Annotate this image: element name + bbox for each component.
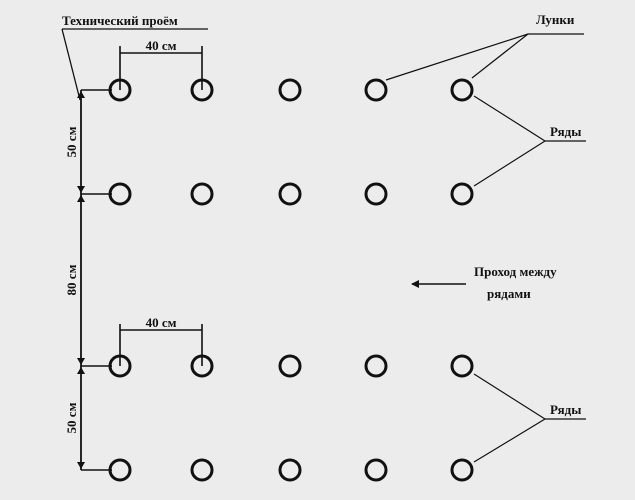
holes-grid	[108, 78, 474, 482]
hole-r2-c4	[364, 182, 388, 206]
hole-r3-c4	[364, 354, 388, 378]
passage-callout: Проход между рядами	[411, 264, 557, 301]
rows-callout-bottom: Ряды	[473, 373, 586, 463]
distance-label-middle: 80 см	[64, 264, 79, 295]
passage-label-line2: рядами	[487, 286, 531, 301]
rows-label-bottom: Ряды	[550, 402, 581, 417]
hole-r3-c3	[278, 354, 302, 378]
hole-r4-c4	[364, 458, 388, 482]
hole-r2-c3	[278, 182, 302, 206]
hole-r4-c2	[190, 458, 214, 482]
spacing-label-top: 40 см	[146, 38, 177, 53]
distance-label-bottom: 50 см	[64, 402, 79, 433]
hole-r4-c3	[278, 458, 302, 482]
hole-r1-c4	[364, 78, 388, 102]
hole-r1-c5	[450, 78, 474, 102]
spacing-label-bottom: 40 см	[146, 315, 177, 330]
hole-r4-c1	[108, 458, 132, 482]
rows-callout-top: Ряды	[473, 95, 586, 187]
technical-opening-callout: Технический проём	[61, 13, 208, 101]
vertical-dimension: 50 см 80 см 50 см	[64, 89, 112, 471]
rows-label-top: Ряды	[550, 124, 581, 139]
distance-label-top: 50 см	[64, 126, 79, 157]
hole-r4-c5	[450, 458, 474, 482]
hole-r3-c5	[450, 354, 474, 378]
hole-r1-c3	[278, 78, 302, 102]
spacing-dimension-top: 40 см	[119, 38, 203, 90]
spacing-dimension-bottom: 40 см	[119, 315, 203, 366]
hole-r2-c1	[108, 182, 132, 206]
hole-r2-c5	[450, 182, 474, 206]
passage-label-line1: Проход между	[474, 264, 557, 279]
holes-callout: Лунки	[385, 12, 584, 81]
technical-opening-label: Технический проём	[62, 13, 178, 28]
holes-label: Лунки	[536, 12, 575, 27]
hole-r2-c2	[190, 182, 214, 206]
